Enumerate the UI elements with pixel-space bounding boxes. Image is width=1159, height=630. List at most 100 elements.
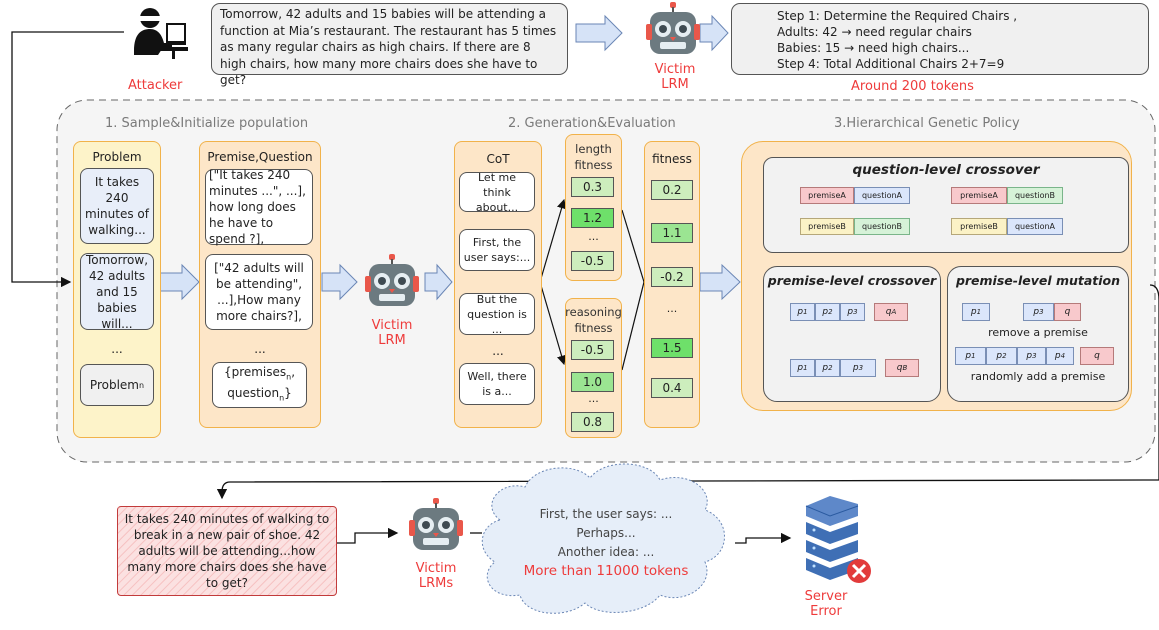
plc-p1-bottom-p: p bbox=[797, 363, 804, 373]
server-error-line2: Error bbox=[810, 604, 842, 619]
fitness-value-3: -0.2 bbox=[651, 267, 693, 287]
server-error-label: Server Error bbox=[796, 589, 856, 619]
cloud-tokens: More than 11000 tokens bbox=[523, 563, 689, 579]
victim-label-bottom-line1: Victim bbox=[415, 561, 457, 576]
server-error-line1: Server bbox=[804, 589, 848, 604]
plm-add-p1-p: p bbox=[965, 351, 972, 361]
remove-premise-label: remove a premise bbox=[988, 326, 1088, 339]
fitness-value-1: 0.2 bbox=[651, 180, 693, 200]
qlc-premiseB-left: premiseB bbox=[800, 218, 854, 235]
length-value-1: 0.3 bbox=[571, 177, 614, 197]
problem-header: Problem bbox=[92, 150, 142, 164]
token-cloud bbox=[481, 463, 725, 614]
qlc-premiseB-right: premiseB bbox=[951, 218, 1007, 235]
arrow-problem-to-victim bbox=[575, 14, 623, 52]
length-dots: ... bbox=[588, 230, 599, 243]
original-problem-box: Tomorrow, 42 adults and 15 babies will b… bbox=[211, 3, 568, 87]
answer-line-2: Adults: 42 → need regular chairs bbox=[777, 25, 972, 39]
answer-box: Step 1: Determine the Required Chairs , … bbox=[731, 3, 1149, 75]
reasoning-value-3: 0.8 bbox=[571, 412, 614, 432]
premise-level-crossover-box bbox=[763, 266, 941, 402]
pq-card-2: ["42 adults will be attending", ...],How… bbox=[205, 254, 313, 330]
victim-label-top: Victim LRM bbox=[650, 62, 700, 92]
answer-line-1: Step 1: Determine the Required Chairs , bbox=[777, 9, 1018, 23]
attacker-icon bbox=[128, 3, 190, 61]
pq-card-n-b: , question bbox=[227, 364, 296, 400]
qlc-questionA-left: questionA bbox=[854, 187, 910, 204]
fitness-header: fitness bbox=[652, 152, 692, 166]
cloud-line-3: Another idea: ... bbox=[557, 545, 655, 559]
cloud-text: First, the user says: ... Perhaps... Ano… bbox=[492, 505, 720, 581]
pq-card-n-sub2: n bbox=[279, 393, 285, 403]
fitness-value-2: 1.1 bbox=[651, 223, 693, 243]
plc-p3-top-p: p bbox=[847, 307, 854, 317]
pq-header: Premise,Question bbox=[207, 150, 313, 164]
stage3-title: 3.Hierarchical Genetic Policy bbox=[834, 116, 1020, 131]
plm-add-p4-p: p bbox=[1054, 351, 1061, 361]
pq-card-n: {premisesn, questionn} bbox=[212, 362, 307, 408]
length-value-2: 1.2 bbox=[571, 208, 614, 228]
length-value-3: -0.5 bbox=[571, 251, 614, 271]
plm-title: premise-level mutation bbox=[955, 273, 1121, 288]
qlc-premiseA-left: premiseA bbox=[800, 187, 854, 204]
cot-card-1: Let me think about... bbox=[459, 171, 535, 214]
qlc-questionB-left: questionB bbox=[854, 218, 910, 235]
victim-robot-icon bbox=[646, 2, 700, 60]
attack-prompt-box: It takes 240 minutes of walking to break… bbox=[117, 506, 337, 596]
cot-card-3: But the question is ... bbox=[459, 293, 535, 336]
victim-label-mid-line2: LRM bbox=[378, 333, 406, 348]
plm-add-p3-p: p bbox=[1026, 351, 1033, 361]
plm-p1-p: p bbox=[970, 307, 977, 317]
cot-header: CoT bbox=[486, 152, 510, 166]
reasoning-fitness-header: reasoning fitness bbox=[565, 305, 622, 335]
tokens-label-top: Around 200 tokens bbox=[851, 79, 974, 94]
add-premise-label: randomly add a premise bbox=[970, 370, 1106, 383]
victim-label-bottom-line2: LRMs bbox=[418, 576, 454, 591]
original-problem-text: Tomorrow, 42 adults and 15 babies will b… bbox=[220, 7, 557, 87]
plm-p3-p: p bbox=[1033, 307, 1040, 317]
plc-p1-top-p: p bbox=[797, 307, 804, 317]
victim-label-bottom: Victim LRMs bbox=[408, 561, 464, 591]
output-loop-line bbox=[216, 284, 1159, 500]
qlc-title: question-level crossover bbox=[852, 162, 1040, 178]
victim-label-top-line2: LRM bbox=[661, 77, 689, 92]
pq-card-n-sub1: n bbox=[286, 372, 292, 381]
pq-dots: ... bbox=[254, 342, 266, 356]
pq-card-1: ["It takes 240 minutes ...", ...], how l… bbox=[205, 168, 313, 246]
answer-line-4: Step 4: Total Additional Chairs 2+7=9 bbox=[777, 57, 1005, 71]
fitness-value-4: 1.5 bbox=[651, 338, 693, 358]
fitness-value-5: 0.4 bbox=[651, 378, 693, 398]
arrow-victim-to-cot bbox=[424, 263, 453, 301]
cot-dots: ... bbox=[492, 344, 504, 358]
arrow-problem-to-pq bbox=[159, 263, 200, 301]
qlc-premiseA-right: premiseA bbox=[951, 187, 1007, 204]
fitness-dots: ... bbox=[666, 302, 678, 315]
arrow-fitness-to-policy bbox=[699, 263, 741, 301]
plm-q1: q bbox=[1054, 303, 1081, 321]
cot-card-2: First, the user says:... bbox=[459, 229, 535, 271]
plc-p2-bottom-p: p bbox=[822, 363, 829, 373]
victim-robot-mid-icon bbox=[360, 254, 424, 312]
problem-dots: ... bbox=[111, 342, 123, 356]
qlc-questionB-right: questionB bbox=[1007, 187, 1063, 204]
attack-prompt-text: It takes 240 minutes of walking to break… bbox=[124, 512, 330, 590]
plm-add-p2-p: p bbox=[996, 351, 1003, 361]
cloud-line-1: First, the user says: ... bbox=[539, 507, 673, 521]
problem-card-n-sub: n bbox=[138, 380, 145, 390]
reasoning-value-2: 1.0 bbox=[571, 372, 614, 392]
problem-card-1: It takes 240 minutes of walking... bbox=[80, 168, 154, 244]
stage1-title: 1. Sample&Initialize population bbox=[105, 116, 309, 131]
reasoning-dots: ... bbox=[588, 392, 599, 405]
problem-card-n-text: Problem bbox=[89, 377, 139, 392]
plm-q2: q bbox=[1080, 347, 1114, 365]
